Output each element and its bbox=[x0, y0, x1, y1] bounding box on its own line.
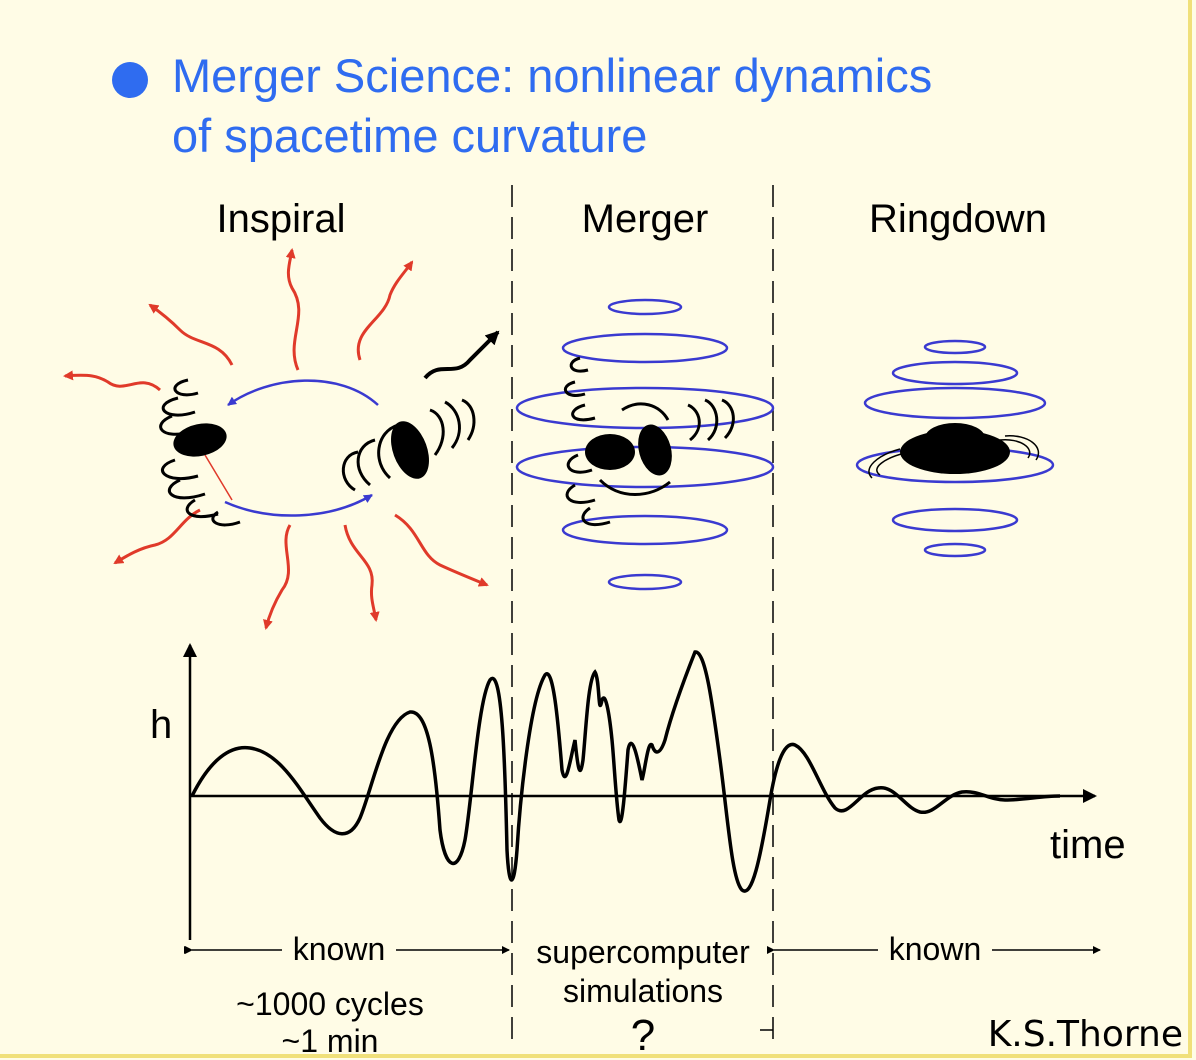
label-ringdown: Ringdown bbox=[869, 197, 1047, 241]
label-supercomputer: supercomputer bbox=[536, 934, 750, 970]
axis-label-time: time bbox=[1050, 823, 1126, 867]
label-question-mark: ? bbox=[631, 1011, 655, 1060]
radiation-arrow bbox=[356, 260, 414, 361]
ringdown-illustration bbox=[855, 339, 1055, 558]
left-arrowhead-icon bbox=[184, 946, 192, 954]
black-hole-right bbox=[391, 421, 429, 479]
waveform-axes bbox=[183, 643, 1097, 940]
credit: K.S.Thorne bbox=[988, 1014, 1183, 1055]
label-known-left: known bbox=[293, 931, 386, 967]
note-cycles: ~1000 cycles bbox=[236, 986, 424, 1022]
merger-core bbox=[563, 356, 735, 527]
radiation-arrow-black bbox=[423, 330, 500, 380]
orbit-upper bbox=[227, 379, 379, 407]
radiation-arrow bbox=[394, 513, 489, 587]
label-merger: Merger bbox=[582, 197, 709, 241]
inspiral-illustration bbox=[63, 248, 500, 630]
slide-title: Merger Science: nonlinear dynamics of sp… bbox=[172, 46, 932, 166]
waveform bbox=[190, 650, 1061, 893]
radiation-arrow bbox=[63, 370, 162, 392]
radiation-arrow bbox=[343, 524, 380, 622]
radiation-arrow bbox=[285, 248, 301, 371]
radiation-arrow bbox=[148, 303, 234, 366]
radiation-arrow bbox=[263, 524, 292, 630]
title-line-2: of spacetime curvature bbox=[172, 109, 648, 162]
label-inspiral: Inspiral bbox=[217, 197, 346, 241]
radiation-arrow bbox=[113, 508, 201, 565]
bullet-icon bbox=[112, 62, 148, 98]
note-duration: ~1 min bbox=[282, 1023, 379, 1059]
red-tether bbox=[204, 454, 233, 501]
label-simulations: simulations bbox=[563, 973, 723, 1009]
black-hole-left bbox=[173, 423, 227, 457]
axis-label-h: h bbox=[150, 703, 172, 747]
orbit-lower bbox=[224, 493, 373, 517]
label-known-right: known bbox=[889, 931, 982, 967]
title-line-1: Merger Science: nonlinear dynamics bbox=[172, 49, 933, 102]
